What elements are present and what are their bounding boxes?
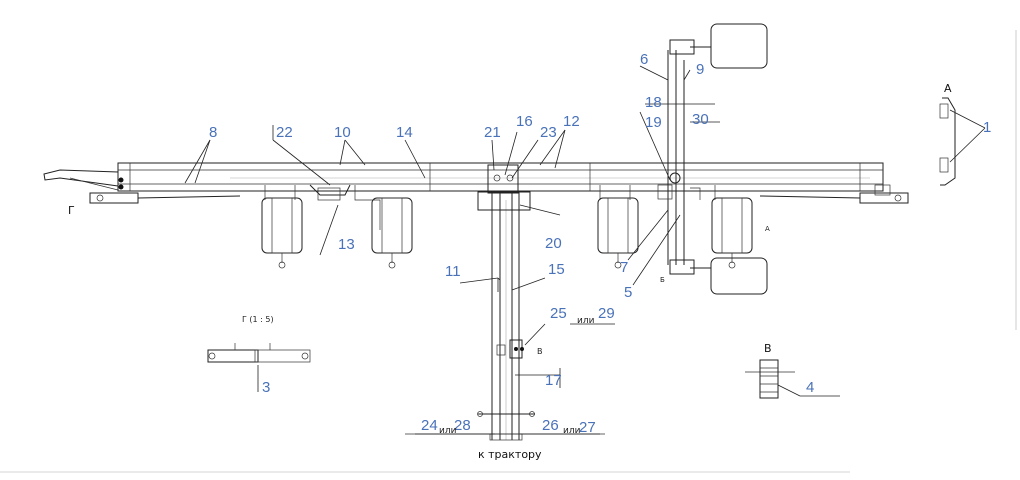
callout-16: 16 [516, 113, 533, 130]
mark-g: Г [68, 204, 75, 217]
view-g-detail [207, 343, 311, 363]
callout-19: 19 [645, 114, 662, 131]
callout-29: 29 [598, 305, 615, 322]
callout-7: 7 [620, 259, 628, 276]
callout-23: 23 [540, 124, 557, 141]
callout-26: 26 [542, 417, 559, 434]
callout-20: 20 [545, 235, 562, 252]
leader-lines [184, 65, 986, 435]
caption-to-tractor: к трактору [478, 448, 542, 461]
view-g-title: Г (1 : 5) [242, 315, 274, 324]
callout-14: 14 [396, 124, 413, 141]
callout-5: 5 [624, 284, 632, 301]
callout-10: 10 [334, 124, 351, 141]
view-a-detail [939, 97, 956, 186]
wheel-right-1 [597, 197, 639, 269]
mark-v: В [537, 347, 543, 356]
callout-labels: 1 3 4 5 6 7 8 9 10 11 12 13 14 15 16 17 … [209, 51, 991, 436]
callout-25: 25 [550, 305, 567, 322]
wheel-left-1 [261, 197, 303, 269]
callout-3: 3 [262, 379, 270, 396]
main-frame [43, 162, 909, 204]
view-a-label: А [944, 82, 952, 95]
left-hose-runs [264, 184, 381, 230]
callout-6: 6 [640, 51, 648, 68]
callout-24: 24 [421, 417, 438, 434]
mark-b: Б [660, 276, 665, 284]
ili-right: или [563, 426, 581, 436]
callout-11: 11 [445, 263, 461, 280]
ili-left: или [439, 426, 457, 436]
wheel-right-2 [711, 197, 753, 269]
callout-1: 1 [983, 119, 991, 136]
wheel-assemblies [261, 197, 753, 269]
callout-8: 8 [209, 124, 217, 141]
wheel-left-2 [371, 197, 413, 269]
view-v-detail [745, 359, 795, 399]
right-cross-beam [657, 23, 768, 295]
or-connectors: или или или [439, 316, 595, 436]
ili-top: или [577, 316, 595, 326]
callout-15: 15 [548, 261, 565, 278]
callout-12: 12 [563, 113, 580, 130]
right-hose-runs [599, 185, 716, 200]
view-labels: А В Г (1 : 5) Г В Б А [68, 82, 952, 356]
view-v-label: В [764, 342, 772, 355]
callout-18: 18 [645, 94, 662, 111]
callout-21: 21 [484, 124, 501, 141]
callout-13: 13 [338, 236, 355, 253]
central-drawbar [405, 164, 605, 441]
callout-28: 28 [454, 417, 471, 434]
callout-4: 4 [806, 379, 814, 396]
callout-27: 27 [579, 419, 596, 436]
callout-9: 9 [696, 61, 704, 78]
callout-30: 30 [692, 111, 709, 128]
callout-22: 22 [276, 124, 293, 141]
callout-17: 17 [545, 372, 562, 389]
mark-a-small: А [765, 225, 770, 233]
